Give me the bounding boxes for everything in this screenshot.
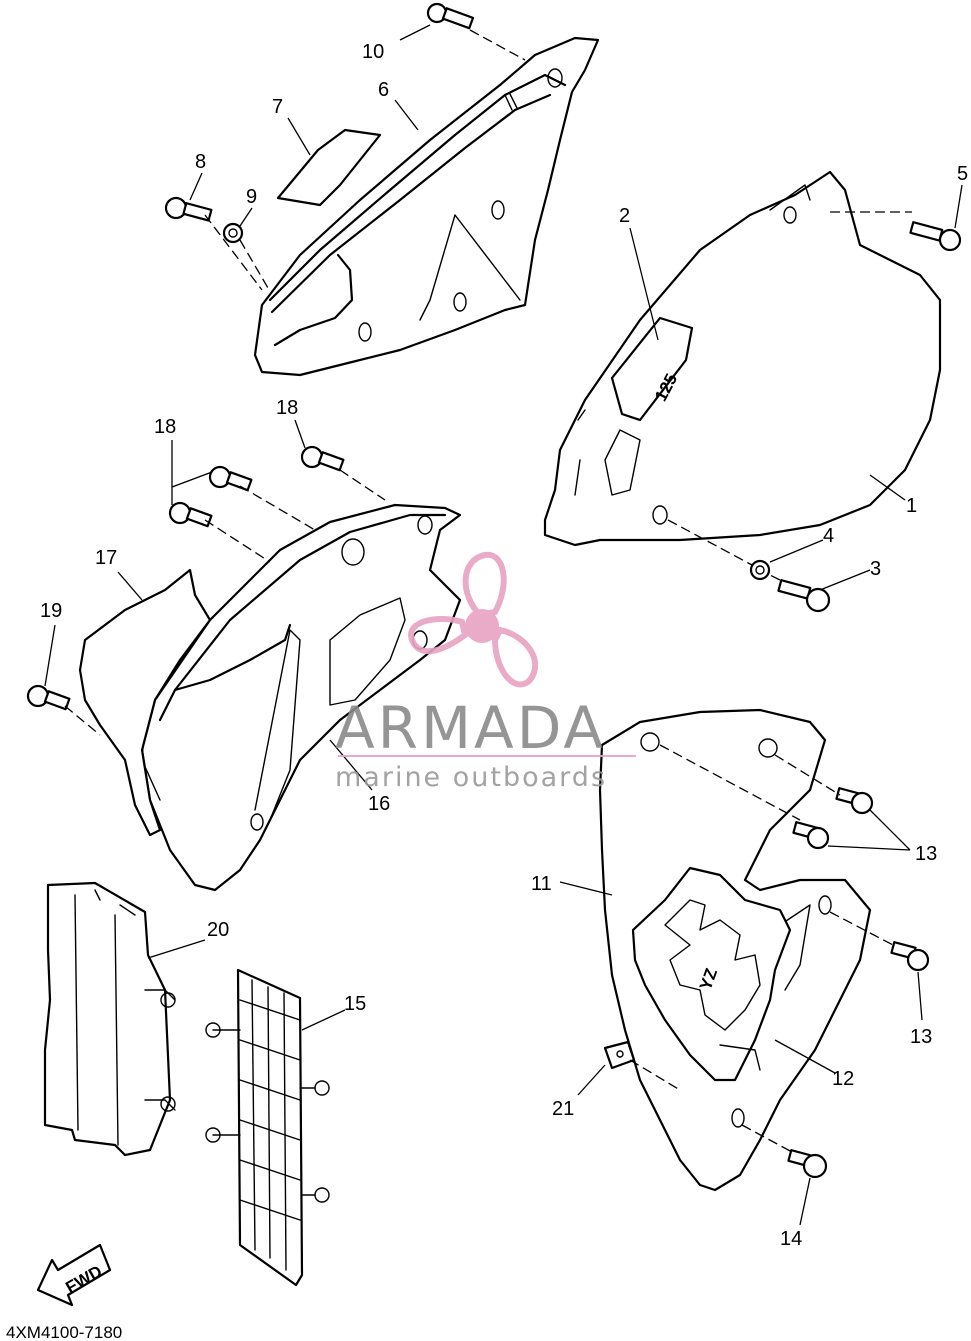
bolt-18-lower (168, 501, 213, 528)
diagram-code: 4XM4100-7180 (6, 1323, 122, 1341)
radiator-guard (43, 881, 176, 1157)
callout-20: 20 (207, 919, 229, 941)
callout-10: 10 (362, 41, 384, 63)
callout-6: 6 (378, 79, 389, 101)
bolt-13-c (890, 941, 930, 972)
shroud-decal-yz: YZ (631, 866, 792, 1082)
bolt-5 (909, 221, 962, 252)
watermark-title: ARMADA (335, 694, 606, 762)
bolt-13-b (792, 821, 830, 850)
callout-12: 12 (832, 1068, 854, 1090)
callout-19: 19 (40, 600, 62, 622)
bolt-18-mid (208, 465, 253, 492)
bolt-8 (164, 196, 213, 222)
leader-lines (44, 24, 963, 1226)
callout-18-upper: 18 (276, 397, 298, 419)
callout-16: 16 (368, 793, 390, 815)
callout-13-upper: 13 (915, 843, 937, 865)
callout-17: 17 (95, 547, 117, 569)
propeller-hub (465, 609, 499, 643)
callout-21: 21 (552, 1098, 574, 1120)
propeller-blade-upper (462, 551, 507, 619)
side-panel-upper-left (253, 36, 600, 377)
bolt-19 (26, 684, 71, 711)
bolt-18-upper (300, 445, 345, 472)
callout-1: 1 (906, 495, 917, 517)
armada-watermark: ARMADA marine outboards (335, 551, 636, 793)
decal-strip (276, 128, 382, 207)
callout-2: 2 (619, 205, 630, 227)
propeller-blade-right (491, 626, 539, 688)
callout-15: 15 (344, 993, 366, 1015)
propeller-logo (408, 551, 539, 688)
callout-9: 9 (246, 186, 257, 208)
callout-14: 14 (780, 1228, 802, 1250)
callout-11: 11 (531, 873, 552, 895)
shroud-panel-left (78, 568, 212, 837)
fwd-arrow-icon: FWD (36, 1243, 112, 1307)
collar-9 (222, 222, 244, 244)
side-cover-right (543, 170, 942, 547)
callout-18-lower: 18 (154, 416, 176, 438)
clip-nut-21 (603, 1040, 636, 1070)
bolt-10 (426, 2, 475, 30)
watermark-subtitle: marine outboards (335, 762, 607, 793)
callout-labels: 1 2 3 4 5 6 7 8 9 10 11 12 13 13 14 15 1… (40, 41, 968, 1250)
collar-4 (749, 559, 771, 581)
hardware (26, 2, 962, 1179)
radiator-louver (205, 968, 330, 1287)
bolt-3 (777, 579, 831, 613)
callout-3: 3 (870, 558, 881, 580)
callout-8: 8 (195, 151, 206, 173)
callout-4: 4 (823, 525, 834, 547)
callout-13-lower: 13 (910, 1026, 932, 1048)
callout-7: 7 (272, 96, 283, 118)
callout-5: 5 (957, 163, 968, 185)
bolt-13-a (835, 787, 874, 815)
assembly-lines (64, 29, 912, 1153)
bolt-14 (787, 1149, 828, 1179)
propeller-blade-left (408, 616, 469, 655)
